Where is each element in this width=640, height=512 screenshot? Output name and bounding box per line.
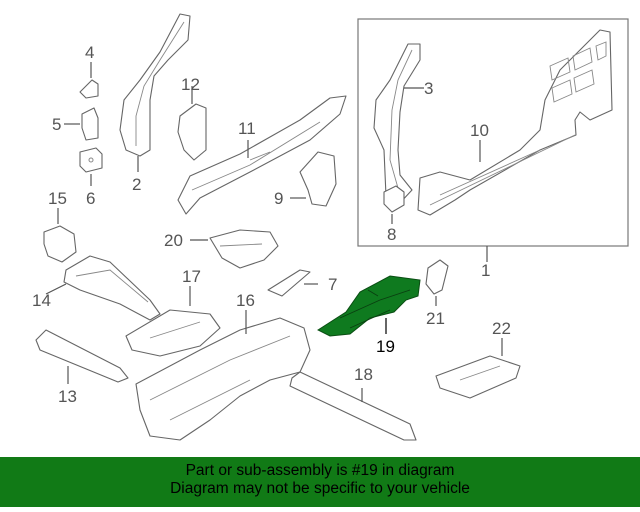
part-9-bracket xyxy=(299,151,337,207)
banner-line-2: Diagram may not be specific to your vehi… xyxy=(170,480,470,497)
part-label-5[interactable]: 5 xyxy=(52,115,61,134)
part-8-bracket xyxy=(383,185,405,213)
info-banner: Part or sub-assembly is #19 in diagram D… xyxy=(0,457,640,507)
banner-line-1: Part or sub-assembly is #19 in diagram xyxy=(185,462,455,479)
part-label-11[interactable]: 11 xyxy=(238,119,256,138)
part-5-clip xyxy=(81,107,99,141)
part-label-3[interactable]: 3 xyxy=(424,79,433,98)
part-18-rocker xyxy=(289,371,417,441)
part-11-reinforcement xyxy=(177,95,347,215)
part-label-12[interactable]: 12 xyxy=(181,75,200,94)
part-17-plate xyxy=(125,309,221,357)
part-13-sill xyxy=(35,329,129,383)
part-15-bracket xyxy=(43,225,77,263)
part-label-14[interactable]: 14 xyxy=(32,291,51,310)
part-21-bracket xyxy=(425,259,449,295)
assembly-box xyxy=(357,18,629,247)
part-4-clip xyxy=(79,79,99,99)
part-label-20[interactable]: 20 xyxy=(164,231,183,250)
part-7-brace xyxy=(267,269,311,297)
part-label-13[interactable]: 13 xyxy=(58,387,77,406)
part-6-plate xyxy=(79,147,103,173)
parts-diagram: 3 10 8 1 4 5 6 2 12 xyxy=(32,13,629,441)
part-22-tray xyxy=(435,355,521,399)
part-label-22[interactable]: 22 xyxy=(492,319,511,338)
part-label-21[interactable]: 21 xyxy=(426,309,445,328)
part-14-crossmember xyxy=(63,255,161,321)
part-2-pillar xyxy=(119,13,191,157)
part-label-15[interactable]: 15 xyxy=(48,189,67,208)
part-label-8[interactable]: 8 xyxy=(387,225,396,244)
part-label-18[interactable]: 18 xyxy=(354,365,373,384)
part-label-2[interactable]: 2 xyxy=(132,175,141,194)
part-10-side-panel xyxy=(417,29,613,216)
part-label-4[interactable]: 4 xyxy=(85,43,94,62)
part-3-pillar xyxy=(373,43,421,206)
part-label-17[interactable]: 17 xyxy=(182,267,201,286)
part-20-bracket xyxy=(209,229,279,269)
part-label-6[interactable]: 6 xyxy=(86,189,95,208)
part-12-bracket xyxy=(177,103,207,161)
part-19-highlighted[interactable] xyxy=(316,275,421,337)
part-label-16[interactable]: 16 xyxy=(236,291,255,310)
part-label-1[interactable]: 1 xyxy=(481,261,490,280)
part-label-19[interactable]: 19 xyxy=(376,337,395,356)
part-label-7[interactable]: 7 xyxy=(328,275,337,294)
part-label-10[interactable]: 10 xyxy=(470,121,489,140)
part-label-9[interactable]: 9 xyxy=(274,189,283,208)
part-16-floor-pan xyxy=(135,317,311,441)
